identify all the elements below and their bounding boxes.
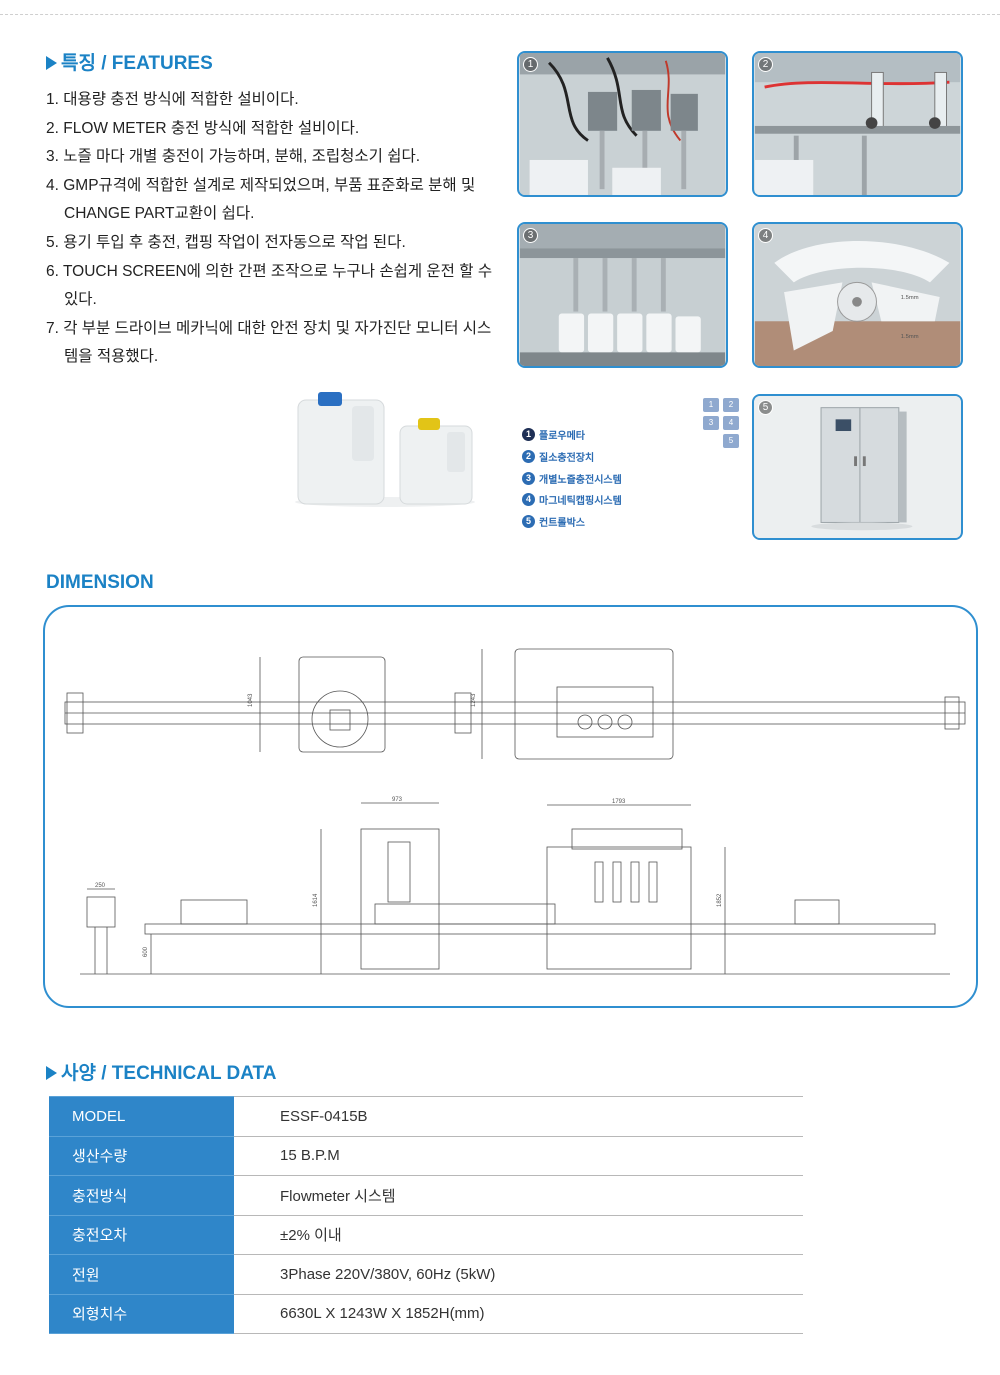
spec-value: 15 B.P.M <box>234 1135 803 1176</box>
top-dashed-rule <box>0 14 1000 15</box>
legend-label: 플로우메타 <box>539 431 585 443</box>
photo-capping: 1.5mm 1.5mm 4 <box>752 222 963 368</box>
legend-item: 2 질소충전장치 <box>522 446 622 468</box>
dim-label: 600 <box>143 946 149 957</box>
legend-label: 질소충전장치 <box>539 453 595 465</box>
legend-item: 4 마그네틱캡핑시스템 <box>522 489 622 511</box>
spec-key: 충전방식 <box>49 1175 234 1216</box>
legend-number: 2 <box>522 450 535 464</box>
legend-number: 4 <box>522 493 535 507</box>
legend-item: 3 개별노즐충전시스템 <box>522 467 622 489</box>
photo-capping-image: 1.5mm 1.5mm <box>754 224 961 366</box>
spec-title: 사양 / TECHNICAL DATA <box>46 1058 276 1085</box>
table-row: 충전오차±2% 이내 <box>49 1214 803 1255</box>
legend-item: 5 컨트롤박스 <box>522 511 622 533</box>
dimension-drawing: 1043 1243 973 1793 250 1614 1852 600 <box>64 648 966 975</box>
legend-label: 개별노즐충전시스템 <box>539 474 622 486</box>
legend-label: 마그네틱캡핑시스템 <box>539 496 622 508</box>
photo-number-badge: 5 <box>758 400 773 415</box>
feature-item: 7. 각 부분 드라이브 메카닉에 대한 안전 장치 및 자가진단 모니터 시스… <box>46 319 492 366</box>
dimension-title: DIMENSION <box>46 572 154 593</box>
triangle-bullet-icon <box>46 56 57 70</box>
feature-item: 5. 용기 투입 후 충전, 캡핑 작업이 전자동으로 작업 된다. <box>46 233 406 251</box>
spec-value: 6630L X 1243W X 1852H(mm) <box>234 1293 803 1334</box>
dim-label: 1852 <box>717 893 723 907</box>
capping-part-label: 1.5mm <box>901 334 919 340</box>
features-title: 특징 / FEATURES <box>46 48 213 75</box>
spec-key: 충전오차 <box>49 1214 234 1255</box>
photo-nitrogen: 2 <box>752 51 963 197</box>
photo-control-box-image <box>754 396 961 538</box>
spec-key: MODEL <box>49 1096 234 1137</box>
legend-number: 1 <box>522 428 535 442</box>
photo-number-badge: 4 <box>758 228 773 243</box>
dim-label: 1243 <box>471 693 477 707</box>
photo-grid-key: 1 2 3 4 5 <box>703 398 743 450</box>
photo-control-box: 5 <box>752 394 963 540</box>
photo-flowmeter: 1 <box>517 51 728 197</box>
legend-item: 1 플로우메타 <box>522 424 622 446</box>
triangle-bullet-icon <box>46 1066 57 1080</box>
grid-key-cell: 3 <box>703 416 719 430</box>
feature-item: 6. TOUCH SCREEN에 의한 간편 조작으로 누구나 손쉽게 운전 할… <box>46 262 493 309</box>
spec-value: 3Phase 220V/380V, 60Hz (5kW) <box>234 1254 803 1295</box>
spec-key: 전원 <box>49 1254 234 1295</box>
photo-number-badge: 1 <box>523 57 538 72</box>
photo-flowmeter-image <box>519 53 726 195</box>
spec-value: ESSF-0415B <box>234 1096 803 1137</box>
spec-key: 외형치수 <box>49 1293 234 1334</box>
photo-number-badge: 2 <box>758 57 773 72</box>
dimension-drawing-box: 1043 1243 973 1793 250 1614 1852 600 <box>43 605 978 1008</box>
feature-item: 2. FLOW METER 충전 방식에 적합한 설비이다. <box>46 119 360 137</box>
photo-nozzle-system: 3 <box>517 222 728 368</box>
grid-key-cell: 5 <box>723 434 739 448</box>
grid-key-cell: 1 <box>703 398 719 412</box>
photo-number-badge: 3 <box>523 228 538 243</box>
spec-key: 생산수량 <box>49 1135 234 1176</box>
dim-label: 973 <box>392 797 403 803</box>
grid-key-cell: 4 <box>723 416 739 430</box>
spec-value: ±2% 이내 <box>234 1214 803 1255</box>
spec-value: Flowmeter 시스템 <box>234 1175 803 1216</box>
photo-nozzle-system-image <box>519 224 726 366</box>
grid-key-cell: 2 <box>723 398 739 412</box>
capping-part-label: 1.5mm <box>901 295 919 301</box>
dim-label: 1793 <box>612 799 626 805</box>
dim-label: 1043 <box>248 693 254 707</box>
legend-number: 5 <box>522 515 535 529</box>
features-list: 1. 대용량 충전 방식에 적합한 설비이다. 2. FLOW METER 충전… <box>46 86 496 372</box>
photo-nitrogen-image <box>754 53 961 195</box>
legend-number: 3 <box>522 471 535 485</box>
feature-item: 1. 대용량 충전 방식에 적합한 설비이다. <box>46 91 299 108</box>
component-legend: 1 플로우메타 2 질소충전장치 3 개별노즐충전시스템 4 마그네틱캡핑시스템 5 컨트… <box>522 424 622 532</box>
containers-image <box>295 392 475 507</box>
feature-item: 4. GMP규격에 적합한 설계로 제작되었으며, 부품 표준화로 분해 및 C… <box>46 176 476 223</box>
legend-label: 컨트롤박스 <box>539 518 585 530</box>
dim-label: 1614 <box>313 893 319 907</box>
dim-label: 250 <box>95 883 106 889</box>
feature-item: 3. 노즐 마다 개별 충전이 가능하며, 분해, 조립청소기 쉽다. <box>46 148 421 166</box>
